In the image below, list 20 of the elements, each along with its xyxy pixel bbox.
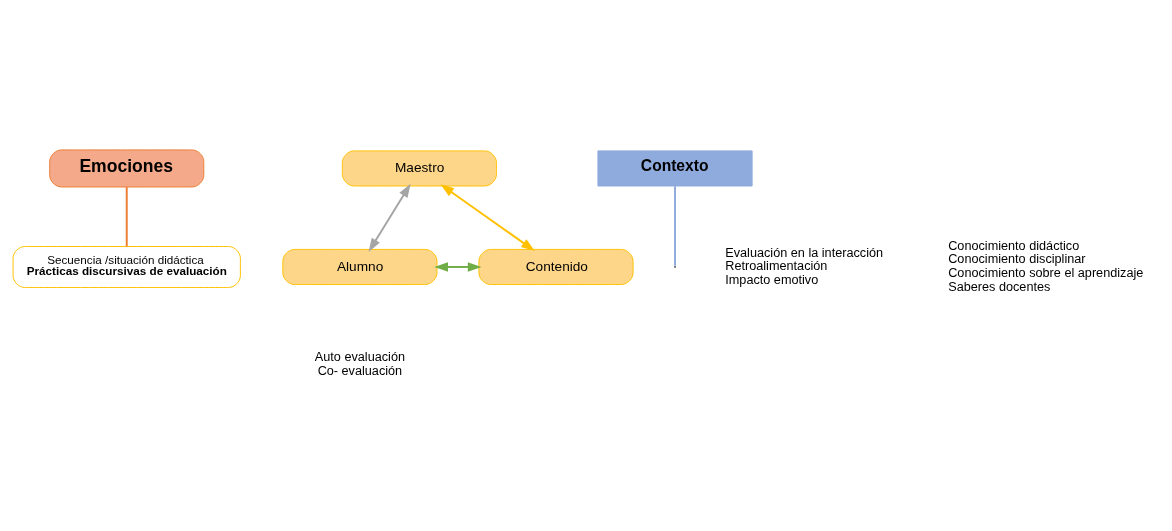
label: Conocimiento disciplinar bbox=[948, 251, 1086, 266]
arrow bbox=[440, 183, 535, 251]
label: Co- evaluación bbox=[317, 363, 403, 378]
label: Conocimiento sobre el aprendizaje bbox=[948, 265, 1144, 280]
node-box: Maestro bbox=[341, 149, 497, 186]
node-box: Alumno bbox=[282, 248, 438, 285]
connector bbox=[125, 185, 128, 247]
node-box: Emociones bbox=[49, 148, 205, 187]
arrow bbox=[368, 183, 411, 252]
node-box: Contexto bbox=[597, 149, 753, 186]
arrow bbox=[434, 261, 482, 272]
node-box: Contenido bbox=[478, 248, 634, 285]
label: Retroalimentación bbox=[725, 258, 828, 273]
connector bbox=[674, 184, 676, 267]
label: Auto evaluación bbox=[314, 349, 405, 364]
label: Saberes docentes bbox=[948, 279, 1051, 294]
node-box: Secuencia /situación didáctica Prácticas discursivas de evaluación bbox=[12, 245, 241, 288]
label: Conocimiento didáctico bbox=[948, 238, 1080, 253]
label: Evaluación en la interacción bbox=[725, 245, 884, 260]
label: Impacto emotivo bbox=[725, 272, 819, 287]
